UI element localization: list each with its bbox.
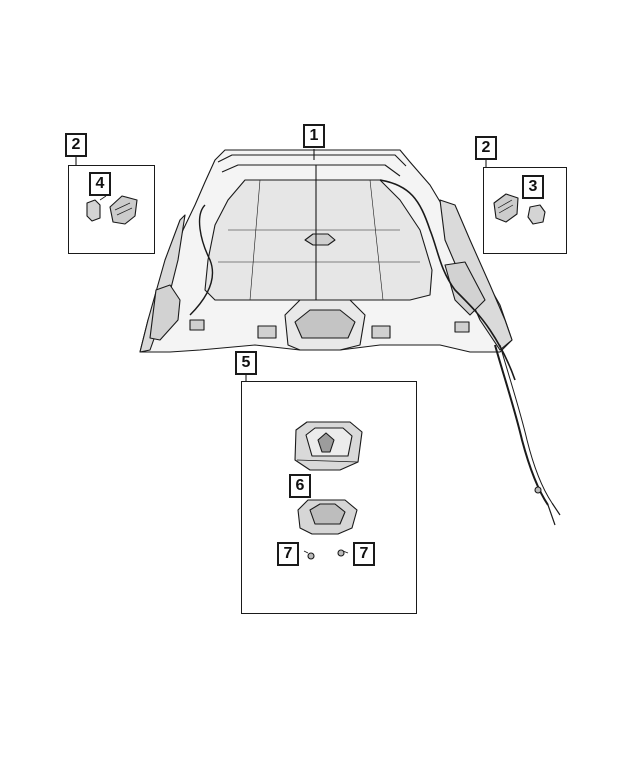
overhead-console xyxy=(294,421,363,471)
callout-screw-right: 7 xyxy=(353,542,375,566)
console-bezel-part xyxy=(297,499,358,535)
callout-left-clip: 4 xyxy=(89,172,111,196)
callout-visor-left: 2 xyxy=(65,133,87,157)
callout-console-group: 5 xyxy=(235,351,257,375)
left-clip-frame xyxy=(68,165,155,254)
callout-screw-left: 7 xyxy=(277,542,299,566)
right-clip-parts xyxy=(493,193,546,225)
headliner-panel xyxy=(139,149,516,381)
callout-right-clip: 3 xyxy=(522,175,544,199)
left-clip-parts xyxy=(86,195,138,225)
callout-visor-right: 2 xyxy=(475,136,497,160)
console-frame xyxy=(241,381,417,614)
right-clip-frame xyxy=(483,167,567,254)
wire-harness xyxy=(494,344,561,526)
screws xyxy=(303,549,349,560)
callout-headliner: 1 xyxy=(303,124,325,148)
callout-console-bezel: 6 xyxy=(289,474,311,498)
